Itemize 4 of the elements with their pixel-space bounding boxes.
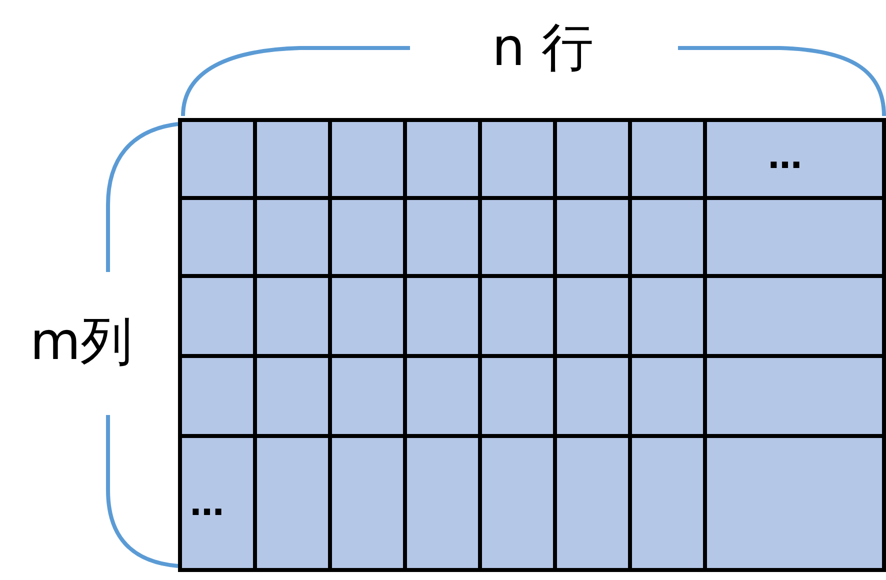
dimension-label: m列 (30, 316, 133, 368)
ellipsis-label: … (768, 140, 802, 174)
ellipsis-label: … (190, 487, 224, 521)
dimension-label: n 行 (492, 22, 594, 74)
